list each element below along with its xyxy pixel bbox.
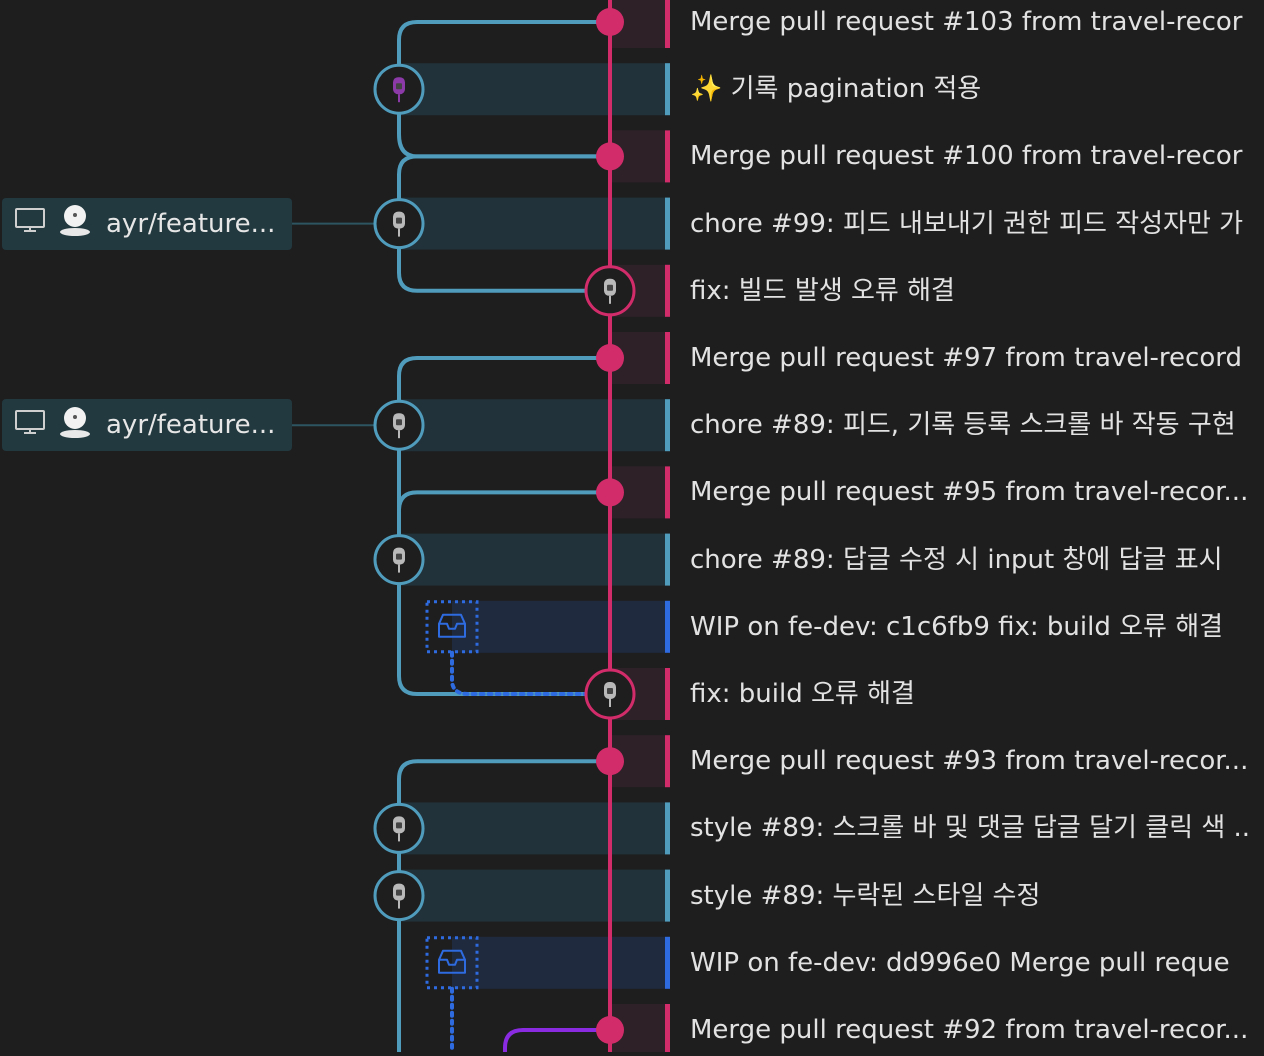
row-marker — [665, 735, 670, 788]
row-band — [399, 869, 670, 922]
row-marker — [665, 264, 670, 317]
commit-message[interactable]: WIP on fe-dev: dd996e0 Merge pull reque — [690, 947, 1230, 978]
commit-node[interactable] — [373, 399, 425, 451]
branch-tag-label: ayr/feature... — [106, 208, 276, 239]
graph-lines — [292, 0, 612, 1052]
avatar-glyph-icon — [396, 217, 402, 224]
commit-message[interactable]: Merge pull request #100 from travel-reco… — [690, 141, 1243, 172]
commit-node[interactable] — [584, 265, 636, 317]
commit-message[interactable]: style #89: 스크롤 바 및 댓글 답글 달기 클릭 색 .. — [690, 813, 1251, 844]
feature-branch-line — [397, 20, 612, 159]
commit-node[interactable] — [373, 198, 425, 250]
purple-branch-line — [503, 1028, 612, 1052]
commit-node[interactable] — [373, 870, 425, 922]
commit-message[interactable]: Merge pull request #103 from travel-reco… — [690, 7, 1243, 37]
commit-message[interactable]: Merge pull request #92 from travel-recor… — [690, 1015, 1249, 1045]
computer-icon — [14, 408, 46, 443]
feature-branch-line — [397, 759, 612, 1052]
row-marker — [665, 936, 670, 989]
row-marker — [665, 130, 670, 183]
stash-node[interactable] — [425, 600, 479, 654]
commit-message[interactable]: Merge pull request #95 from travel-recor… — [690, 477, 1249, 508]
row-band — [399, 63, 670, 116]
commit-message[interactable]: style #89: 누락된 스타일 수정 — [690, 880, 1041, 911]
stash-box — [425, 600, 479, 654]
merge-commit-dot[interactable] — [596, 747, 624, 776]
avatar-glyph-icon — [396, 553, 402, 560]
user-avatar-icon — [58, 405, 92, 446]
user-avatar-icon — [58, 203, 92, 244]
commit-node[interactable] — [584, 668, 636, 720]
stash-link-line — [450, 650, 594, 696]
row-band — [452, 936, 670, 989]
avatar-glyph-icon — [396, 822, 402, 829]
merge-commit-dot[interactable] — [596, 8, 624, 36]
commit-node[interactable] — [373, 534, 425, 586]
row-band — [399, 533, 670, 586]
avatar-glyph-icon — [607, 284, 613, 291]
avatar-glyph-icon — [396, 419, 402, 426]
row-marker — [665, 63, 670, 116]
commit-message[interactable]: chore #99: 피드 내보내기 권한 피드 작성자만 가 — [690, 208, 1244, 239]
commit-message[interactable]: fix: 빌드 발생 오류 해결 — [690, 275, 955, 306]
row-marker — [665, 1004, 670, 1052]
inbox-icon — [438, 613, 466, 638]
merge-commit-dot[interactable] — [596, 478, 624, 507]
commit-message[interactable]: Merge pull request #93 from travel-recor… — [690, 746, 1249, 777]
commit-message[interactable]: WIP on fe-dev: c1c6fb9 fix: build 오류 해결 — [690, 611, 1224, 642]
commit-message[interactable]: chore #89: 피드, 기록 등록 스크롤 바 작동 구현 — [690, 410, 1236, 441]
row-marker — [665, 197, 670, 250]
feature-branch-line — [397, 356, 612, 696]
graph-nodes — [373, 8, 636, 1044]
branch-tag[interactable]: ayr/feature... — [2, 197, 292, 250]
branch-tag-label: ayr/feature... — [106, 410, 276, 441]
commit-message[interactable]: chore #89: 답글 수정 시 input 창에 답글 표시 — [690, 544, 1223, 575]
row-band — [452, 600, 670, 653]
row-marker — [665, 802, 670, 855]
inbox-icon — [438, 949, 466, 974]
branch-tag[interactable]: ayr/feature... — [2, 399, 292, 452]
row-marker — [665, 332, 670, 384]
row-marker — [665, 600, 670, 653]
merge-commit-dot[interactable] — [596, 1016, 624, 1044]
row-marker — [665, 533, 670, 586]
commit-node[interactable] — [373, 802, 425, 854]
avatar-glyph-icon — [607, 688, 613, 694]
stash-node[interactable] — [425, 936, 479, 990]
row-band — [399, 399, 670, 452]
row-band — [399, 197, 670, 250]
stash-box — [425, 936, 479, 990]
row-marker — [665, 869, 670, 922]
computer-icon — [14, 206, 46, 241]
row-marker — [665, 399, 670, 452]
commit-node[interactable] — [373, 63, 425, 115]
commit-message[interactable]: ✨ 기록 pagination 적용 — [690, 74, 982, 105]
row-marker — [665, 466, 670, 519]
feature-branch-line — [397, 490, 612, 513]
row-marker — [665, 668, 670, 720]
row-marker — [665, 0, 670, 48]
commit-message[interactable]: fix: build 오류 해결 — [690, 679, 915, 709]
merge-commit-dot[interactable] — [596, 142, 624, 171]
merge-commit-dot[interactable] — [596, 344, 624, 372]
avatar-glyph-icon — [396, 889, 402, 896]
commit-message[interactable]: Merge pull request #97 from travel-recor… — [690, 343, 1242, 373]
row-backgrounds — [399, 0, 670, 1052]
row-band — [399, 802, 670, 855]
avatar-glyph-icon — [396, 83, 402, 90]
